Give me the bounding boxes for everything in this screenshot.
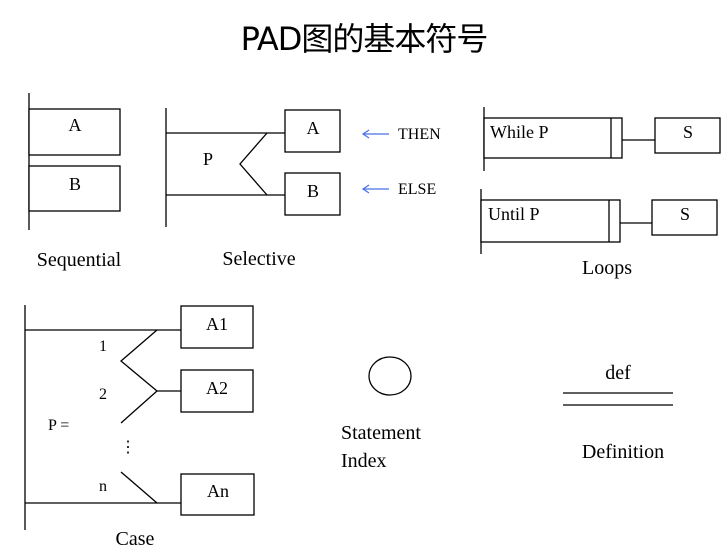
page-title: PAD图的基本符号 xyxy=(240,20,489,58)
selective-caption: Selective xyxy=(222,248,295,270)
selective-box-a-label: A xyxy=(307,118,320,138)
selective-condition: P xyxy=(203,149,213,169)
statement-index-symbol: Statement Index xyxy=(341,356,421,472)
sequential-box-a-label: A xyxy=(69,115,82,135)
selective-symbol: P A B THEN ELSE Selective xyxy=(165,108,441,270)
selective-box-b xyxy=(284,172,341,216)
case-box-an-label: An xyxy=(207,481,229,501)
statement-index-caption-line1: Statement xyxy=(341,422,421,444)
sequential-caption: Sequential xyxy=(37,249,122,271)
case-branch-label-1: 1 xyxy=(99,338,107,355)
selective-box-a xyxy=(284,109,341,153)
case-branch-label-2: 2 xyxy=(99,386,107,403)
case-branch-n-line xyxy=(120,471,158,504)
case-box-a2 xyxy=(180,369,254,413)
definition-label: def xyxy=(605,362,631,384)
case-box-a1 xyxy=(180,305,254,349)
else-label: ELSE xyxy=(398,181,436,198)
selective-branch-chevron xyxy=(239,132,268,196)
case-box-an xyxy=(180,473,255,516)
else-arrow-icon xyxy=(361,184,389,194)
while-box xyxy=(483,117,623,159)
statement-index-circle-icon xyxy=(368,356,412,396)
case-branch-1-chevron xyxy=(119,329,158,392)
selective-box-b-label: B xyxy=(307,181,319,201)
while-body-box xyxy=(654,117,721,154)
while-body-label: S xyxy=(683,122,693,142)
loops-symbol: While P S Until P S Loops xyxy=(480,107,721,279)
case-box-a2-label: A2 xyxy=(206,378,228,398)
sequential-box-b-label: B xyxy=(69,174,81,194)
definition-symbol: def Definition xyxy=(563,362,673,463)
case-branch-label-n: n xyxy=(99,478,107,495)
while-label: While P xyxy=(490,122,549,142)
loops-caption: Loops xyxy=(582,257,632,279)
until-label: Until P xyxy=(488,204,540,224)
case-box-a1-label: A1 xyxy=(206,314,228,334)
sequential-box-b xyxy=(28,165,121,212)
until-body-box xyxy=(651,199,718,236)
case-symbol: 1 2 n ⋮ P = A1 A2 An Case xyxy=(24,305,255,550)
until-box xyxy=(480,199,621,243)
until-body-label: S xyxy=(680,204,690,224)
case-ellipsis: ⋮ xyxy=(120,439,136,456)
case-condition: P = xyxy=(48,417,69,434)
case-caption: Case xyxy=(116,528,155,550)
sequential-box-a xyxy=(28,108,121,156)
then-arrow-icon xyxy=(361,129,389,139)
statement-index-caption-line2: Index xyxy=(341,450,387,472)
definition-caption: Definition xyxy=(582,441,664,463)
case-branch-2-lower xyxy=(120,390,158,424)
sequential-symbol: A B Sequential xyxy=(28,93,122,271)
then-label: THEN xyxy=(398,126,441,143)
